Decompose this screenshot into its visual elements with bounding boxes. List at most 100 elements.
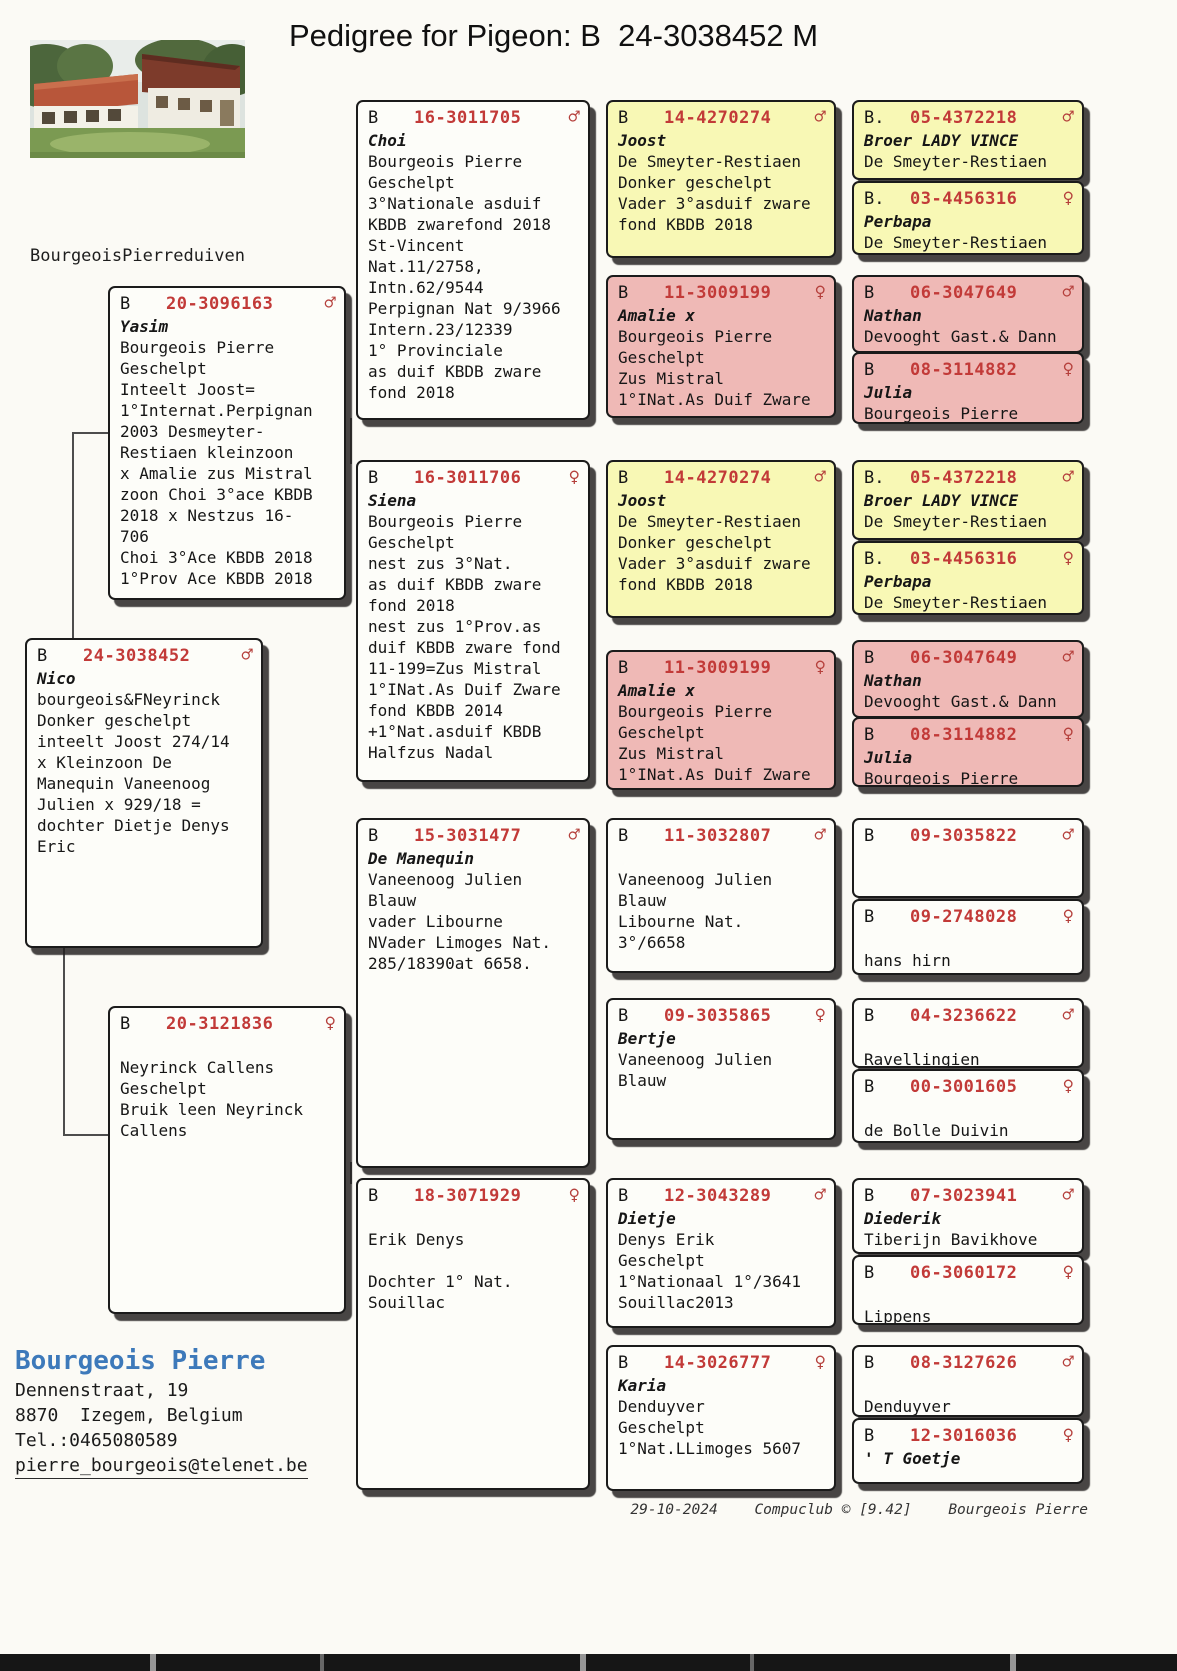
country-code: B <box>864 1353 875 1373</box>
ring-number: 11-3032807 <box>664 826 772 846</box>
print-footer: 29-10-2024 Compuclub © [9.42] Bourgeois … <box>540 1502 1088 1518</box>
box-text-line: Ravellingien <box>864 1050 980 1068</box>
country-code: B. <box>864 108 885 128</box>
sex-symbol: ♀ <box>1062 547 1074 569</box>
pigeon-name <box>864 1099 1074 1120</box>
box-text-line: Julien x 929/18 = <box>37 795 201 814</box>
pedigree-box-broer-lady-vince-1: B.05-4372218♂ Broer LADY VINCE De Smeyte… <box>852 100 1084 180</box>
ring-number: 08-3114882 <box>910 725 1018 745</box>
box-details: Denduyver <box>864 1396 1074 1415</box>
box-text-line: Vaneenoog Julien <box>618 870 773 889</box>
box-text-line: Perpignan Nat 9/3966 <box>368 299 561 318</box>
country-code: B <box>864 826 875 846</box>
contact-phone: Tel.:0465080589 <box>15 1430 178 1451</box>
box-text-line: fond KBDB 2018 <box>618 575 753 594</box>
box-text-line: fond KBDB 2014 <box>368 701 503 720</box>
sex-symbol: ♀ <box>1062 1075 1074 1097</box>
pedigree-box-perbapa-1: B.03-4456316♀ Perbapa De Smeyter-Restiae… <box>852 181 1084 255</box>
ring-number: 14-3026777 <box>664 1353 772 1373</box>
box-text-line: Tiberijn Bavikhove <box>864 1230 1038 1249</box>
ring-number: 20-3096163 <box>166 294 274 314</box>
country-code: B. <box>864 549 885 569</box>
scan-edge-artifact <box>0 1654 1177 1671</box>
box-text-line: Manequin Vaneenoog <box>37 774 211 793</box>
box-text-line: Bourgeois Pierre <box>120 338 275 357</box>
contact-address-line1: Dennenstraat, 19 <box>15 1380 189 1401</box>
box-header: B.05-4372218♂ <box>864 465 1074 490</box>
country-code: B. <box>864 189 885 209</box>
pigeon-name: Diederik <box>864 1209 942 1228</box>
ring-number: 20-3121836 <box>166 1014 274 1034</box>
ring-number: 12-3016036 <box>910 1426 1018 1446</box>
sex-symbol: ♂ <box>241 644 253 666</box>
page-title: Pedigree for Pigeon: B 24-3038452 M <box>289 18 819 53</box>
pigeon-name: Broer LADY VINCE <box>864 491 1019 510</box>
footer-date: 29-10-2024 <box>630 1502 718 1518</box>
box-text-line: De Smeyter-Restiaen <box>864 512 1048 531</box>
box-text-line: Blauw <box>618 891 667 910</box>
ring-number: 06-3047649 <box>910 648 1018 668</box>
pigeon-name: De Manequin <box>368 849 474 868</box>
sex-symbol: ♂ <box>814 824 826 846</box>
box-details: Bourgeois Pierre <box>864 768 1074 787</box>
country-code: B <box>864 1006 875 1026</box>
footer-software: Compuclub © [9.42] <box>754 1502 912 1518</box>
loft-photo <box>30 40 245 158</box>
box-text-line: Donker geschelpt <box>37 711 192 730</box>
box-text-line: inteelt Joost 274/14 <box>37 732 230 751</box>
country-code: B <box>864 1426 875 1446</box>
sex-symbol: ♂ <box>1062 281 1074 303</box>
sex-symbol: ♂ <box>324 292 336 314</box>
sex-symbol: ♂ <box>568 824 580 846</box>
pigeon-name: Nathan <box>864 671 922 690</box>
box-text-line: Bourgeois Pierre <box>864 769 1019 787</box>
box-text-line: Lippens <box>864 1307 932 1325</box>
box-text-line: 1°Prov Ace KBDB 2018 <box>120 569 313 588</box>
box-text-line: bourgeois&FNeyrinck <box>37 690 221 709</box>
sex-symbol: ♂ <box>1062 646 1074 668</box>
box-text-line: Vaneenoog Julien <box>368 870 523 889</box>
box-text-line: 1°INat.As Duif Zware <box>368 680 561 699</box>
loft-label: BourgeoisPierreduiven <box>30 246 245 266</box>
country-code: B <box>864 648 875 668</box>
box-text-line: +1°Nat.asduif KBDB <box>368 722 542 741</box>
pigeon-name: Siena <box>368 491 417 510</box>
pigeon-name <box>864 1285 1074 1306</box>
country-code: B <box>618 1006 629 1026</box>
sex-symbol: ♂ <box>814 106 826 128</box>
box-text-line: Nat.11/2758, <box>368 257 484 276</box>
ring-number: 12-3043289 <box>664 1186 772 1206</box>
sex-symbol: ♀ <box>1062 187 1074 209</box>
box-text-line: Souillac2013 <box>618 1293 734 1312</box>
ring-number: 09-3035822 <box>910 826 1018 846</box>
box-text-line: De Smeyter-Restiaen <box>864 152 1048 171</box>
country-code: B <box>37 646 48 666</box>
pedigree-box-broer-lady-vince-2: B.05-4372218♂ Broer LADY VINCE De Smeyte… <box>852 460 1084 540</box>
box-text-line: Bourgeois Pierre <box>368 512 523 531</box>
pigeon-name: Karia <box>618 1376 667 1395</box>
box-text-line: Restiaen kleinzoon <box>120 443 294 462</box>
box-text-line: Donker geschelpt <box>618 173 773 192</box>
box-text-line: 11-199=Zus Mistral <box>368 659 542 678</box>
box-text-line: 706 <box>120 527 149 546</box>
country-code: B <box>864 283 875 303</box>
